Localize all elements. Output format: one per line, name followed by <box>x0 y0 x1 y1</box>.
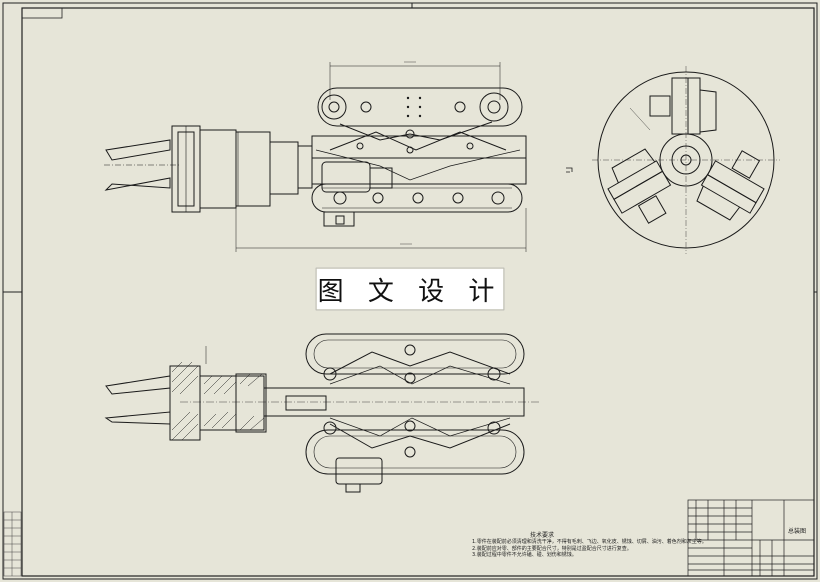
watermark-frame <box>315 267 505 311</box>
section-finger-upper <box>105 375 171 395</box>
section-mark <box>566 167 573 173</box>
tech-note: 2.装配前应对零、部件的主要配合尺寸，特别是过盈配合尺寸进行复查。 <box>472 545 632 552</box>
arm-up <box>649 77 717 135</box>
bottom-bracket <box>323 211 355 227</box>
section-actuator <box>335 457 383 485</box>
track-bottom <box>311 183 523 213</box>
side-plate-upper <box>311 135 527 159</box>
title-block <box>687 499 815 577</box>
technical-requirements-notes: 1.零件在装配前必须清理和清洗干净，不得有毛刺、飞边、氧化皮、锈蚀、切屑、油污、… <box>472 539 707 559</box>
tech-note: 1.零件在装配前必须清理和清洗干净，不得有毛刺、飞边、氧化皮、锈蚀、切屑、油污、… <box>472 539 707 545</box>
pulley-right <box>479 92 509 122</box>
pulley-left <box>321 94 347 120</box>
arm-lower-right <box>696 150 765 221</box>
linkage-upper <box>339 121 493 141</box>
section-view <box>104 333 540 493</box>
motor-body <box>199 129 237 209</box>
section-linkage-upper <box>329 351 511 375</box>
gripper-finger-upper <box>105 139 171 161</box>
section-linkage-lower <box>329 423 511 449</box>
dim-radius <box>629 107 651 131</box>
watermark-text: 图 文 设 计 <box>317 269 503 309</box>
gripper-finger-lower <box>104 177 171 191</box>
technical-requirements-title: 技术要求 <box>530 532 555 539</box>
title-block-drawing-name: 总装图 <box>788 528 807 535</box>
left-side-table <box>3 511 22 577</box>
section-finger-lower <box>104 411 171 425</box>
actuator-block <box>321 161 371 193</box>
section-hub <box>169 365 201 441</box>
top-view <box>104 61 527 252</box>
end-view <box>592 66 780 254</box>
section-housing <box>199 375 265 431</box>
track-top-link <box>317 87 523 127</box>
tech-note: 3.装配过程中零件不允许磕、碰、划伤和锈蚀。 <box>472 552 577 558</box>
section-track-lower <box>305 429 525 475</box>
corner-tab <box>21 7 63 19</box>
section-track-upper <box>305 333 525 375</box>
motor-cap <box>235 131 271 207</box>
arm-lower-left <box>607 148 672 224</box>
